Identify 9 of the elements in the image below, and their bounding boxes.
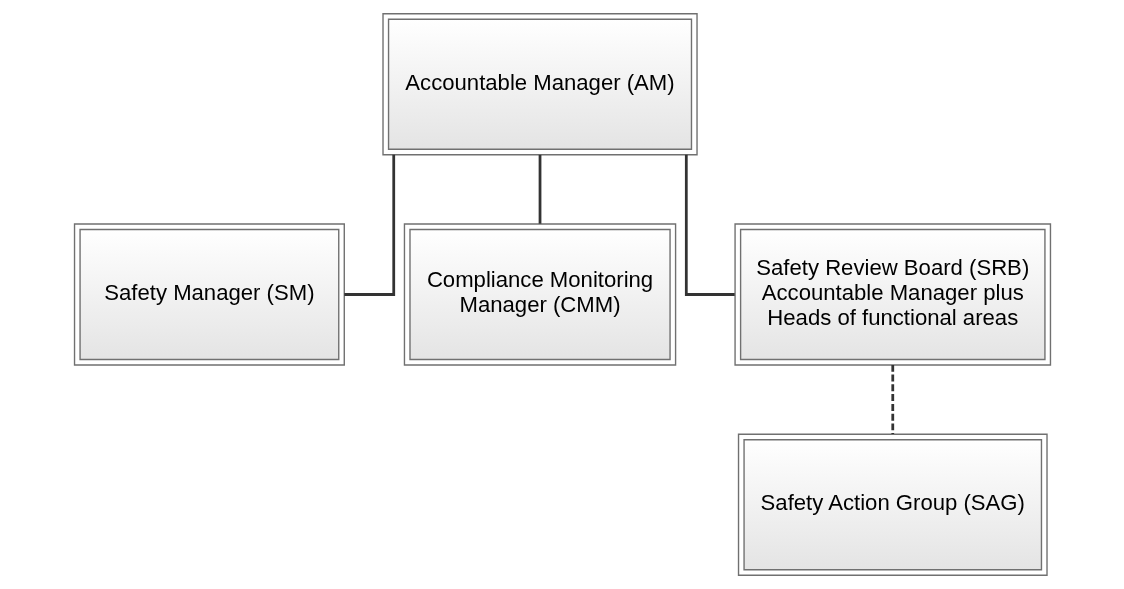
- node-box: Compliance Monitoring Manager (CMM): [403, 223, 676, 366]
- node-box: Safety Manager (SM): [73, 223, 345, 366]
- connector: [343, 154, 395, 296]
- connector: [890, 365, 894, 434]
- node-box: Safety Review Board (SRB) Accountable Manager plus Heads of functional areas: [733, 223, 1051, 366]
- connector: [684, 154, 735, 296]
- node-box: Accountable Manager (AM): [381, 13, 698, 156]
- connector: [538, 154, 541, 224]
- node-box: Safety Action Group (SAG): [737, 433, 1048, 576]
